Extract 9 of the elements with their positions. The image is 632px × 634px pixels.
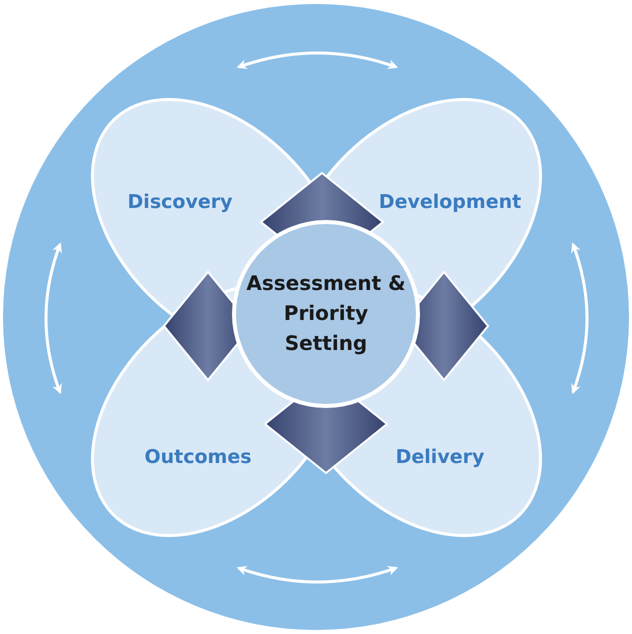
double-arrow xyxy=(570,242,588,394)
petal-label: Outcomes xyxy=(144,446,252,468)
double-arrow xyxy=(236,566,398,584)
center-label: Assessment & Priority Setting xyxy=(246,270,406,357)
petal-label: Delivery xyxy=(396,446,484,468)
petal-label: Development xyxy=(378,191,522,213)
double-arrow xyxy=(236,52,398,70)
petal-label: Discovery xyxy=(128,191,232,213)
double-arrow xyxy=(44,242,62,394)
